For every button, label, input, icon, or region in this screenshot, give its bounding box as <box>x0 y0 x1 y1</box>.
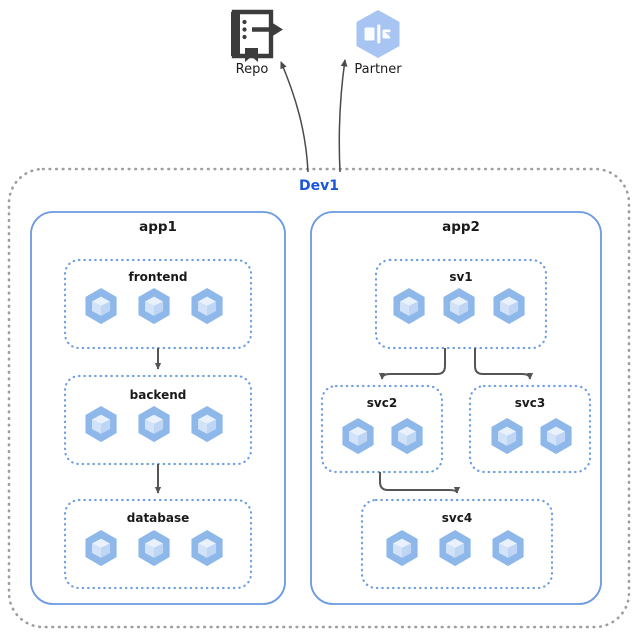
service-label-svc4: svc4 <box>441 511 473 525</box>
external-node-label-partner: Partner <box>354 62 402 77</box>
pod-icon <box>393 288 425 325</box>
pod-icon <box>191 406 223 443</box>
pod-icon <box>138 288 170 325</box>
pod-icon <box>439 530 471 567</box>
pod-icon <box>492 530 524 567</box>
pod-icon <box>491 418 523 455</box>
pod-icon <box>191 288 223 325</box>
pod-icon <box>85 530 117 567</box>
partner-hexagon-icon <box>356 10 400 58</box>
service-label-svc3: svc3 <box>514 396 546 410</box>
edge-sv1-to-svc3 <box>474 348 534 380</box>
service-label-svc2: svc2 <box>366 396 398 410</box>
service-label-database: database <box>126 511 190 525</box>
pod-icon <box>386 530 418 567</box>
repo-export-icon <box>231 9 283 62</box>
service-label-frontend: frontend <box>128 270 188 284</box>
pod-icon <box>493 288 525 325</box>
service-label-backend: backend <box>129 388 187 402</box>
pod-icon <box>85 406 117 443</box>
pod-icon <box>342 418 374 455</box>
cluster-label-dev1: Dev1 <box>299 178 339 194</box>
pod-icon <box>138 530 170 567</box>
external-node-label-repo: Repo <box>235 62 269 77</box>
pod-icon <box>443 288 475 325</box>
pod-icon <box>540 418 572 455</box>
edge-cluster-to-repo <box>280 61 309 173</box>
edge-cluster-to-partner <box>338 59 348 173</box>
app-label-app1: app1 <box>139 219 177 235</box>
service-label-sv1: sv1 <box>449 270 473 284</box>
pod-icon <box>85 288 117 325</box>
app-label-app2: app2 <box>442 219 480 235</box>
pod-icon <box>191 530 223 567</box>
pod-icon <box>138 406 170 443</box>
edge-svc2-to-svc4 <box>379 472 461 494</box>
edge-sv1-to-svc2 <box>378 348 446 380</box>
pod-icon <box>391 418 423 455</box>
cluster-dev1-boundary <box>7 167 631 629</box>
